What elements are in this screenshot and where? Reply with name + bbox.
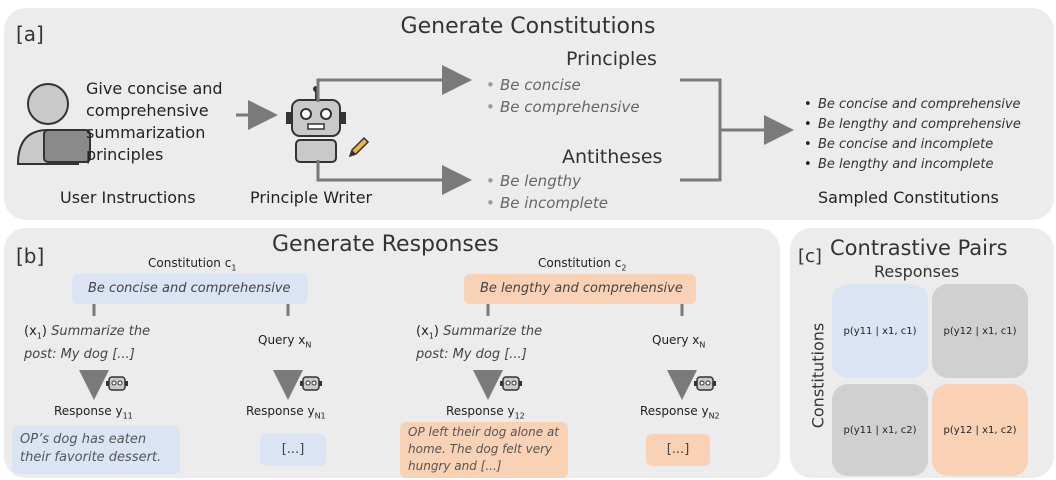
- principle-item: Be concise: [486, 74, 640, 96]
- sampled-constitutions-label: Sampled Constitutions: [818, 188, 999, 207]
- response-y12-label: Response y12: [446, 404, 525, 421]
- panel-b-title: Generate Responses: [272, 232, 499, 257]
- constitution-c1-label: Constitution c1: [148, 256, 237, 273]
- antithesis-item: Be lengthy: [486, 170, 608, 192]
- antitheses-list: Be lengthy Be incomplete: [486, 170, 608, 214]
- principle-item: Be comprehensive: [486, 96, 640, 118]
- response-yn2-label: Response yN2: [640, 404, 720, 421]
- response-y11-box: [12, 426, 180, 474]
- contrastive-cell-y11-c1: p(y11 | x1, c1): [832, 284, 928, 378]
- robot-icon: [286, 86, 346, 163]
- principles-list: Be concise Be comprehensive: [486, 74, 640, 118]
- robot-icon: [106, 376, 128, 391]
- constitutions-axis-label: Constitutions: [808, 322, 828, 429]
- sampled-constitution-item: Be lengthy and incomplete: [804, 155, 1021, 175]
- robot-icon: [300, 376, 322, 391]
- response-y12-text: OP left their dog alone at home. The dog…: [408, 425, 560, 473]
- contrastive-cell-y12-c2: p(y12 | x1, c2): [932, 384, 1028, 476]
- user-icon: [16, 83, 91, 165]
- response-yn2-text: [...]: [666, 442, 690, 457]
- panel-c-title: Contrastive Pairs: [830, 236, 1008, 260]
- constitution-c1-text: Be concise and comprehensive: [88, 281, 291, 296]
- sampled-constitutions-list: Be concise and comprehensive Be lengthy …: [804, 95, 1021, 175]
- response-yn1-text: [...]: [281, 442, 305, 457]
- response-y11-text: OP’s dog has eaten their favorite desser…: [20, 432, 162, 465]
- user-instruction-text: Give concise and comprehensive summariza…: [86, 79, 223, 164]
- sampled-constitution-item: Be concise and comprehensive: [804, 95, 1021, 115]
- panel-a-title: Generate Constitutions: [400, 14, 656, 39]
- query-xn-left: Query xN: [258, 333, 312, 350]
- constitution-c1-box: [72, 274, 308, 304]
- response-yn2-box: [646, 434, 710, 466]
- principle-writer-label: Principle Writer: [250, 188, 373, 207]
- sampled-constitution-item: Be concise and incomplete: [804, 135, 1021, 155]
- robot-icon: [694, 376, 716, 391]
- constitution-c2-label: Constitution c2: [538, 256, 627, 273]
- panel-a-tag: [a]: [16, 22, 44, 46]
- sampled-constitution-item: Be lengthy and comprehensive: [804, 115, 1021, 135]
- responses-axis-label: Responses: [874, 262, 960, 281]
- panel-b-tag: [b]: [16, 244, 45, 268]
- response-y11-label: Response y11: [54, 404, 133, 421]
- antitheses-title: Antitheses: [562, 146, 663, 168]
- response-yn1-label: Response yN1: [246, 404, 326, 421]
- constitution-c2-box: [464, 274, 696, 304]
- antithesis-item: Be incomplete: [486, 192, 608, 214]
- robot-icon: [500, 376, 522, 391]
- contrastive-cell-y12-c1: p(y12 | x1, c1): [932, 284, 1028, 378]
- contrastive-cell-y11-c2: p(y11 | x1, c2): [832, 384, 928, 476]
- constitution-c2-text: Be lengthy and comprehensive: [480, 281, 683, 296]
- panel-c-tag: [c]: [798, 246, 822, 267]
- response-y12-box: [400, 422, 568, 478]
- principles-title: Principles: [566, 48, 657, 70]
- response-yn1-box: [260, 434, 326, 466]
- query-x1-right: (x1) Summarize the post: My dog [...]: [416, 324, 543, 362]
- pencil-icon: [348, 136, 370, 158]
- user-instructions-label: User Instructions: [60, 188, 196, 207]
- query-xn-right: Query xN: [652, 333, 706, 350]
- query-x1-left: (x1) Summarize the post: My dog [...]: [24, 324, 151, 362]
